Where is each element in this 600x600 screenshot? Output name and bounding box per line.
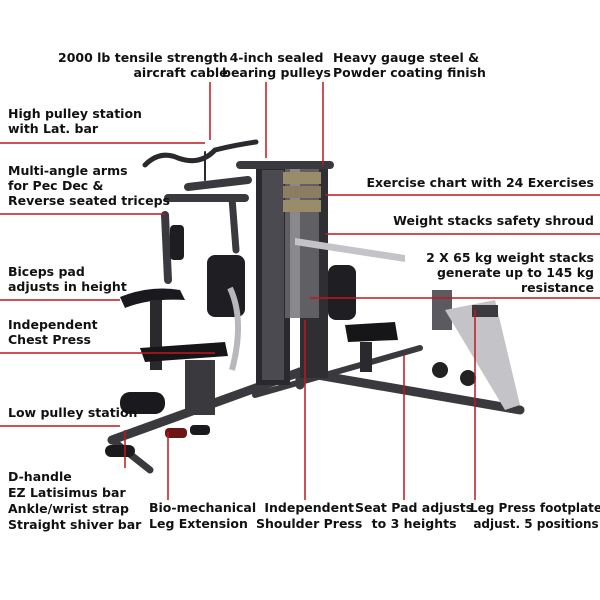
callout-multi-angle: Multi-angle arms for Pec Dec & Reverse s… bbox=[8, 163, 170, 208]
accessories bbox=[105, 425, 210, 457]
callout-seat-pad: Seat Pad adjusts to 3 heights bbox=[355, 500, 473, 532]
callout-leg-extension-line1: Bio-mechanical bbox=[149, 500, 257, 515]
callout-footplate: Leg Press footplate adjust. 5 positions bbox=[470, 500, 600, 532]
callout-steel-line1: Heavy gauge steel & bbox=[333, 50, 479, 65]
callout-shroud-line1: Weight stacks safety shroud bbox=[393, 213, 594, 228]
callout-shoulder-press: Independent Shoulder Press bbox=[256, 500, 362, 532]
callout-accessories: D-handle EZ Latisimus bar Ankle/wrist st… bbox=[8, 469, 141, 533]
callout-footplate-line2: adjust. 5 positions bbox=[473, 517, 599, 531]
chest-press-station bbox=[120, 255, 245, 415]
callout-accessories-line1: D-handle bbox=[8, 469, 72, 484]
callout-biceps-line1: Biceps pad bbox=[8, 264, 85, 279]
callout-multi-angle-line2: for Pec Dec & bbox=[8, 178, 104, 193]
callout-weight-stacks-line1: 2 X 65 kg weight stacks bbox=[426, 250, 594, 265]
callout-seat-pad-line1: Seat Pad adjusts bbox=[355, 500, 474, 515]
callout-low-pulley-line1: Low pulley station bbox=[8, 405, 138, 420]
leg-press-station bbox=[295, 238, 520, 410]
callout-chest-press-line1: Independent bbox=[8, 317, 98, 332]
callout-multi-angle-line1: Multi-angle arms bbox=[8, 163, 128, 178]
callout-weight-stacks-line2: generate up to 145 kg bbox=[436, 265, 594, 280]
callout-chest-press: Independent Chest Press bbox=[8, 317, 98, 347]
callout-low-pulley: Low pulley station bbox=[8, 405, 137, 420]
callout-leg-extension-line2: Leg Extension bbox=[149, 516, 248, 531]
top-beam bbox=[161, 161, 334, 284]
callout-weight-stacks-line3: resistance bbox=[520, 280, 594, 295]
callout-exercise-chart: Exercise chart with 24 Exercises bbox=[366, 175, 594, 190]
callout-pulleys: 4-inch sealed bearing pulleys bbox=[222, 50, 331, 80]
callout-leg-extension: Bio-mechanical Leg Extension bbox=[149, 500, 256, 532]
callout-shroud: Weight stacks safety shroud bbox=[393, 213, 594, 228]
callout-biceps-line2: adjusts in height bbox=[8, 279, 127, 294]
callout-pulleys-line1: 4-inch sealed bbox=[229, 50, 324, 65]
callout-multi-angle-line3: Reverse seated triceps bbox=[8, 193, 170, 208]
callout-lines bbox=[0, 82, 600, 500]
callout-biceps: Biceps pad adjusts in height bbox=[8, 264, 127, 294]
callout-steel-line2: Powder coating finish bbox=[333, 65, 486, 80]
callout-seat-pad-line2: to 3 heights bbox=[371, 516, 457, 531]
callout-chest-press-line2: Chest Press bbox=[8, 332, 92, 347]
callout-high-pulley: High pulley station with Lat. bar bbox=[8, 106, 142, 136]
callout-cable-line1: 2000 lb tensile strength bbox=[58, 50, 228, 65]
lat-bar bbox=[142, 139, 259, 181]
callout-exercise-chart-line1: Exercise chart with 24 Exercises bbox=[366, 175, 594, 190]
callout-accessories-line3: Ankle/wrist strap bbox=[8, 501, 129, 516]
callout-accessories-line4: Straight shiver bar bbox=[8, 517, 142, 532]
callout-accessories-line2: EZ Latisimus bar bbox=[8, 485, 126, 500]
callout-high-pulley-line1: High pulley station bbox=[8, 106, 142, 121]
callout-high-pulley-line2: with Lat. bar bbox=[8, 121, 99, 136]
callout-pulleys-line2: bearing pulleys bbox=[222, 65, 331, 80]
callout-steel: Heavy gauge steel & Powder coating finis… bbox=[333, 50, 486, 80]
callout-cable-line2: aircraft cable bbox=[133, 65, 228, 80]
callout-cable: 2000 lb tensile strength aircraft cable bbox=[58, 50, 228, 80]
callout-shoulder-press-line1: Independent bbox=[264, 500, 354, 515]
callout-footplate-line1: Leg Press footplate bbox=[470, 501, 600, 515]
callout-weight-stacks: 2 X 65 kg weight stacks generate up to 1… bbox=[426, 250, 594, 295]
callout-shoulder-press-line2: Shoulder Press bbox=[256, 516, 363, 531]
weight-tower bbox=[256, 163, 328, 385]
pec-pad bbox=[170, 225, 184, 260]
